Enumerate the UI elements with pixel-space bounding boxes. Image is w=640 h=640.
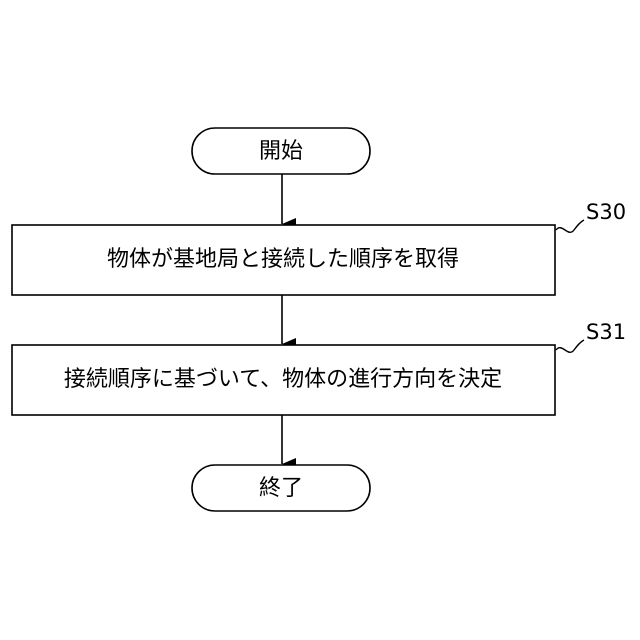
step-text-s31: 接続順序に基づいて、物体の進行方向を決定 [64,367,502,392]
step-id-s31: S31 [586,320,626,344]
leader-line-s31 [556,340,584,352]
process-box-s30: 物体が基地局と接続した順序を取得 [12,225,555,295]
step-text-s30: 物体が基地局と接続した順序を取得 [107,247,459,272]
end-terminal: 終了 [192,465,370,511]
end-label: 終了 [259,476,303,501]
start-terminal: 開始 [192,128,370,174]
leader-line-s30 [556,220,584,232]
process-box-s31: 接続順序に基づいて、物体の進行方向を決定 [12,345,555,415]
start-label: 開始 [259,139,303,164]
step-id-s30: S30 [586,200,626,224]
